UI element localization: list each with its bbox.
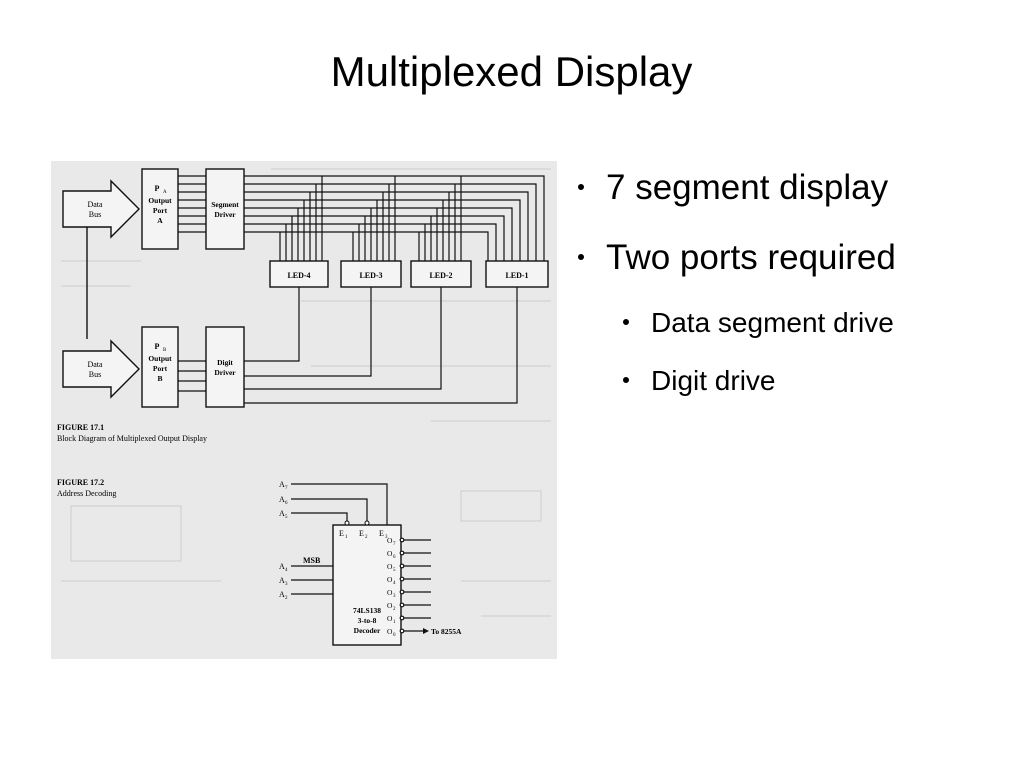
input-a3-letter: A — [279, 576, 285, 585]
sub-bullet-dot — [623, 318, 629, 325]
bullet-item-1: 7 segment display — [578, 168, 888, 208]
slide-title: Multiplexed Display — [330, 48, 693, 95]
digit-driver-box — [205, 326, 245, 408]
decoder-name-line3: Decoder — [354, 626, 381, 635]
digit-driver-line2: Driver — [214, 368, 236, 377]
output-o3: O — [387, 588, 393, 597]
output-o0-sub: 0 — [393, 633, 396, 638]
enable-e3: E — [379, 529, 384, 538]
digit-driver-line1: Digit — [217, 358, 233, 367]
port-b-letter: B — [157, 374, 162, 383]
input-a7-sub: 7 — [285, 486, 288, 491]
bullet-dot — [578, 183, 584, 190]
figure-17-2-caption: Address Decoding — [57, 489, 116, 498]
decoder-address-lines — [291, 565, 333, 595]
port-b-sub: B — [163, 348, 167, 353]
block-diagram-svg: Data Bus P A Output Port A Segment Drive… — [57, 168, 551, 646]
input-a3-sub: 3 — [285, 582, 288, 587]
output-o7: O — [387, 536, 393, 545]
to-8255a-label: To 8255A — [431, 627, 462, 636]
figure-17-2-label: FIGURE 17.2 — [57, 478, 104, 487]
port-a-letter: A — [157, 216, 163, 225]
enable-1-bubble — [344, 520, 350, 526]
input-a6-letter: A — [279, 495, 285, 504]
output-o5-sub: 5 — [393, 568, 396, 573]
decoder-name-line1: 74LS138 — [353, 606, 381, 615]
input-a4-sub: 4 — [285, 568, 288, 573]
port-a-output: Output — [148, 196, 172, 205]
decoder-box — [332, 524, 402, 646]
port-b-port: Port — [153, 364, 168, 373]
led-1-label: LED-1 — [505, 271, 528, 280]
bullet-dot — [578, 253, 584, 260]
enable-e2: E — [359, 529, 364, 538]
sub-bullet-dot — [623, 376, 629, 383]
port-b-box — [141, 326, 179, 408]
port-a-sub: A — [163, 190, 167, 195]
data-bus-arrow-2 — [62, 339, 140, 399]
msb-label: MSB — [303, 556, 321, 565]
enable-e1: E — [339, 529, 344, 538]
segment-bus-lines — [244, 175, 545, 261]
input-a2-sub: 2 — [285, 596, 288, 601]
data-bus-1-line2: Bus — [89, 210, 101, 219]
input-a5-letter: A — [279, 509, 285, 518]
port-a-to-driver-lines — [178, 175, 206, 233]
port-a-p: P — [155, 184, 160, 193]
digit-drive-lines — [244, 287, 518, 404]
output-o6-sub: 6 — [393, 555, 396, 560]
output-o6: O — [387, 549, 393, 558]
output-o4-sub: 4 — [393, 581, 396, 586]
led-1-box — [485, 260, 549, 288]
data-bus-1-line1: Data — [87, 200, 103, 209]
port-a-box — [141, 168, 179, 250]
background-texture — [61, 168, 551, 617]
sub-bullet-item-1: Data segment drive — [623, 307, 894, 339]
port-b-to-driver-lines — [178, 360, 206, 392]
led-3-label: LED-3 — [359, 271, 382, 280]
sub-bullet-text-2: Digit drive — [651, 365, 776, 396]
port-b-output: Output — [148, 354, 172, 363]
output-o0: O — [387, 627, 393, 636]
data-bus-arrow-1 — [62, 179, 140, 239]
figure-17-1-caption: Block Diagram of Multiplexed Output Disp… — [57, 434, 207, 443]
output-o2: O — [387, 601, 393, 610]
data-bus-2-line1: Data — [87, 360, 103, 369]
output-o2-sub: 2 — [393, 607, 396, 612]
led-4-label: LED-4 — [287, 271, 310, 280]
sub-bullet-text-1: Data segment drive — [651, 307, 894, 338]
segment-driver-line2: Driver — [214, 210, 236, 219]
input-a5-sub: 5 — [285, 515, 288, 520]
data-bus-2-line2: Bus — [89, 370, 101, 379]
bullet-item-2: Two ports required — [578, 238, 896, 278]
enable-e2-sub: 2 — [365, 535, 368, 540]
enable-e1-sub: 1 — [345, 535, 348, 540]
port-b-p: P — [155, 342, 160, 351]
figure-17-1-label: FIGURE 17.1 — [57, 423, 104, 432]
bullet-text-1: 7 segment display — [606, 168, 889, 207]
output-o1-sub: 1 — [393, 620, 396, 625]
enable-e3-sub: 3 — [385, 535, 388, 540]
output-o5: O — [387, 562, 393, 571]
output-o7-sub: 7 — [393, 542, 396, 547]
segment-driver-box — [205, 168, 245, 250]
input-a4-letter: A — [279, 562, 285, 571]
to-8255a-arrow — [423, 628, 429, 634]
block-diagram-figure: Data Bus P A Output Port A Segment Drive… — [51, 161, 557, 659]
bullet-text-2: Two ports required — [606, 238, 896, 277]
segment-driver-line1: Segment — [211, 200, 239, 209]
decoder-enable-lines — [291, 483, 388, 525]
output-o4: O — [387, 575, 393, 584]
output-o1: O — [387, 614, 393, 623]
input-a6-sub: 6 — [285, 501, 288, 506]
output-o3-sub: 3 — [393, 594, 396, 599]
input-a2-letter: A — [279, 590, 285, 599]
sub-bullet-item-2: Digit drive — [623, 365, 775, 397]
led-2-label: LED-2 — [429, 271, 452, 280]
port-a-port: Port — [153, 206, 168, 215]
decoder-output-lines — [399, 537, 431, 634]
decoder-name-line2: 3-to-8 — [358, 616, 377, 625]
input-a7-letter: A — [279, 480, 285, 489]
enable-2-bubble — [364, 520, 370, 526]
